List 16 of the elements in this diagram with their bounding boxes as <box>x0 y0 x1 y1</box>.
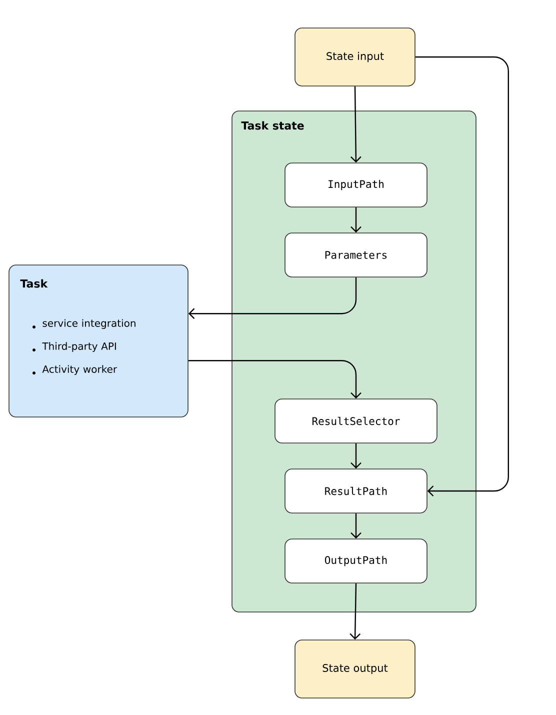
arrow <box>188 360 362 399</box>
arrow <box>350 443 362 469</box>
arrow <box>350 583 361 640</box>
arrow <box>350 207 362 233</box>
arrow <box>350 86 362 163</box>
arrow <box>350 513 362 539</box>
state-box: State input <box>294 28 416 86</box>
step-box: OutputPath <box>284 538 428 584</box>
step-box: ResultSelector <box>274 398 438 444</box>
task-box: Task service integration Third-party API Activity worker <box>8 264 188 418</box>
step-box: InputPath <box>284 162 428 208</box>
step-box: ResultPath <box>284 468 428 514</box>
arrow <box>415 56 509 496</box>
state-box: State output <box>294 640 416 698</box>
step-box: Parameters <box>284 232 428 278</box>
arrow <box>188 277 357 320</box>
